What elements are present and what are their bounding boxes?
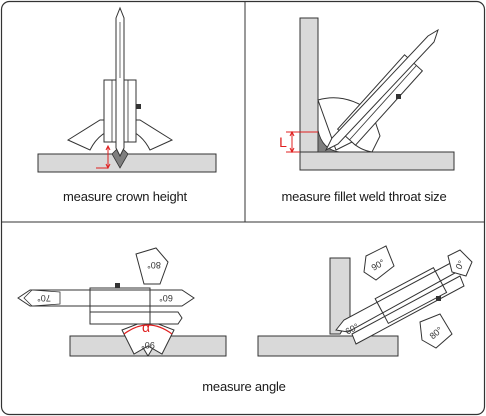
angle-caption: measure angle [202, 379, 285, 394]
alpha-arc [123, 324, 173, 335]
gauge-ruler-diagonal-2 [351, 275, 465, 345]
gauge-pointer [115, 6, 125, 158]
crown-height-illustration [37, 6, 217, 173]
angle-left-illustration [17, 247, 227, 357]
scale-label-90: 90° [141, 340, 155, 350]
scale-tag-top [135, 247, 169, 285]
vertical-plate [299, 17, 319, 153]
alpha-label: α [142, 319, 150, 335]
scale-tag-80 [419, 313, 453, 349]
lock-screw [115, 283, 120, 288]
scale-tag-0 [447, 249, 473, 277]
lock-screw [436, 296, 441, 301]
horizontal-plate [257, 335, 399, 357]
base-plate [37, 153, 217, 173]
gauge-pointer-diagonal [324, 28, 439, 152]
lock-screw [136, 104, 141, 109]
scale-label-80: 80° [147, 260, 161, 270]
scale-tag-left [23, 289, 61, 307]
angle-right-illustration [257, 245, 473, 357]
lock-screw [396, 94, 401, 99]
scale-tag-90 [363, 245, 395, 281]
gauge-ruler-lower [89, 311, 183, 325]
scale-label-60: 60° [159, 293, 173, 303]
fillet-caption: measure fillet weld throat size [281, 189, 446, 204]
scale-label-70: 70° [37, 293, 51, 303]
throat-dimension-label: L [279, 134, 287, 150]
fillet-weld-illustration [286, 17, 455, 171]
horizontal-plate [299, 151, 455, 171]
gauge-body-diagonal [374, 267, 448, 325]
crown-caption: measure crown height [63, 189, 187, 204]
